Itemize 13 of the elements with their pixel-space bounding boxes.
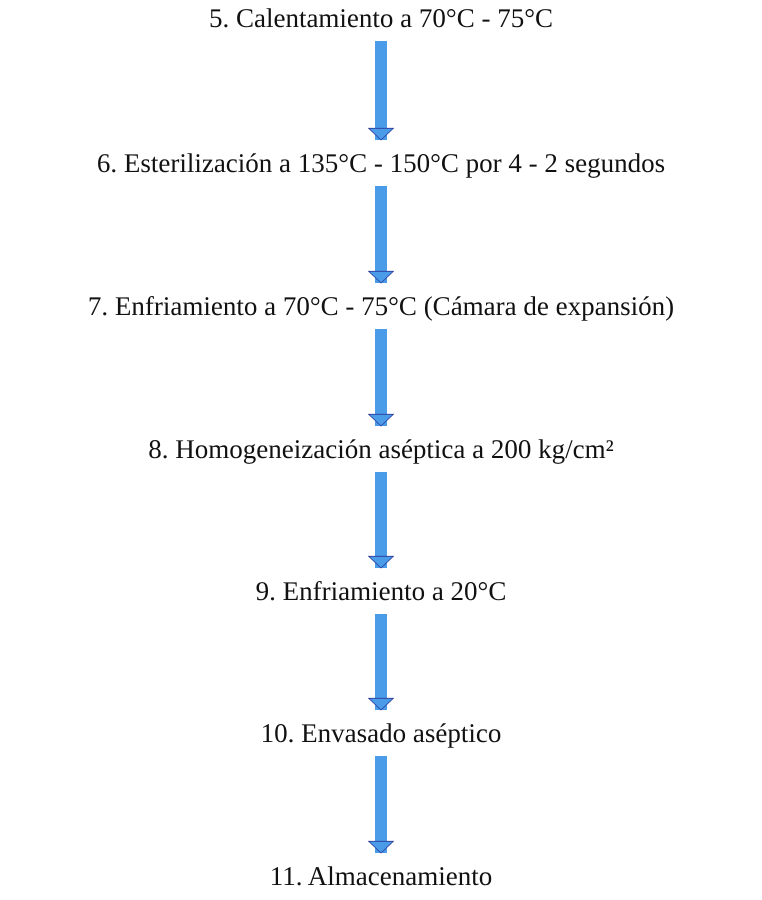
step-label: 11. Almacenamiento: [270, 860, 492, 892]
arrow: [368, 472, 394, 568]
arrow: [368, 329, 394, 426]
step-label: 6. Esterilización a 135°C - 150°C por 4 - 2 segundos: [96, 148, 666, 178]
arrow: [368, 41, 394, 140]
arrow: [368, 614, 394, 710]
step-label: 9. Enfriamiento a 20°C: [256, 576, 506, 606]
arrow: [368, 186, 394, 284]
step-label: 5. Calentamiento a 70°C - 75°C: [208, 2, 554, 34]
step-label: 7. Enfriamiento a 70°C - 75°C (Cámara de expansión): [88, 290, 674, 322]
step-label: 8. Homogeneización aséptica a 200 kg/cm²: [148, 434, 614, 464]
arrow: [368, 756, 394, 854]
step-label: 10. Envasado aséptico: [260, 718, 502, 748]
